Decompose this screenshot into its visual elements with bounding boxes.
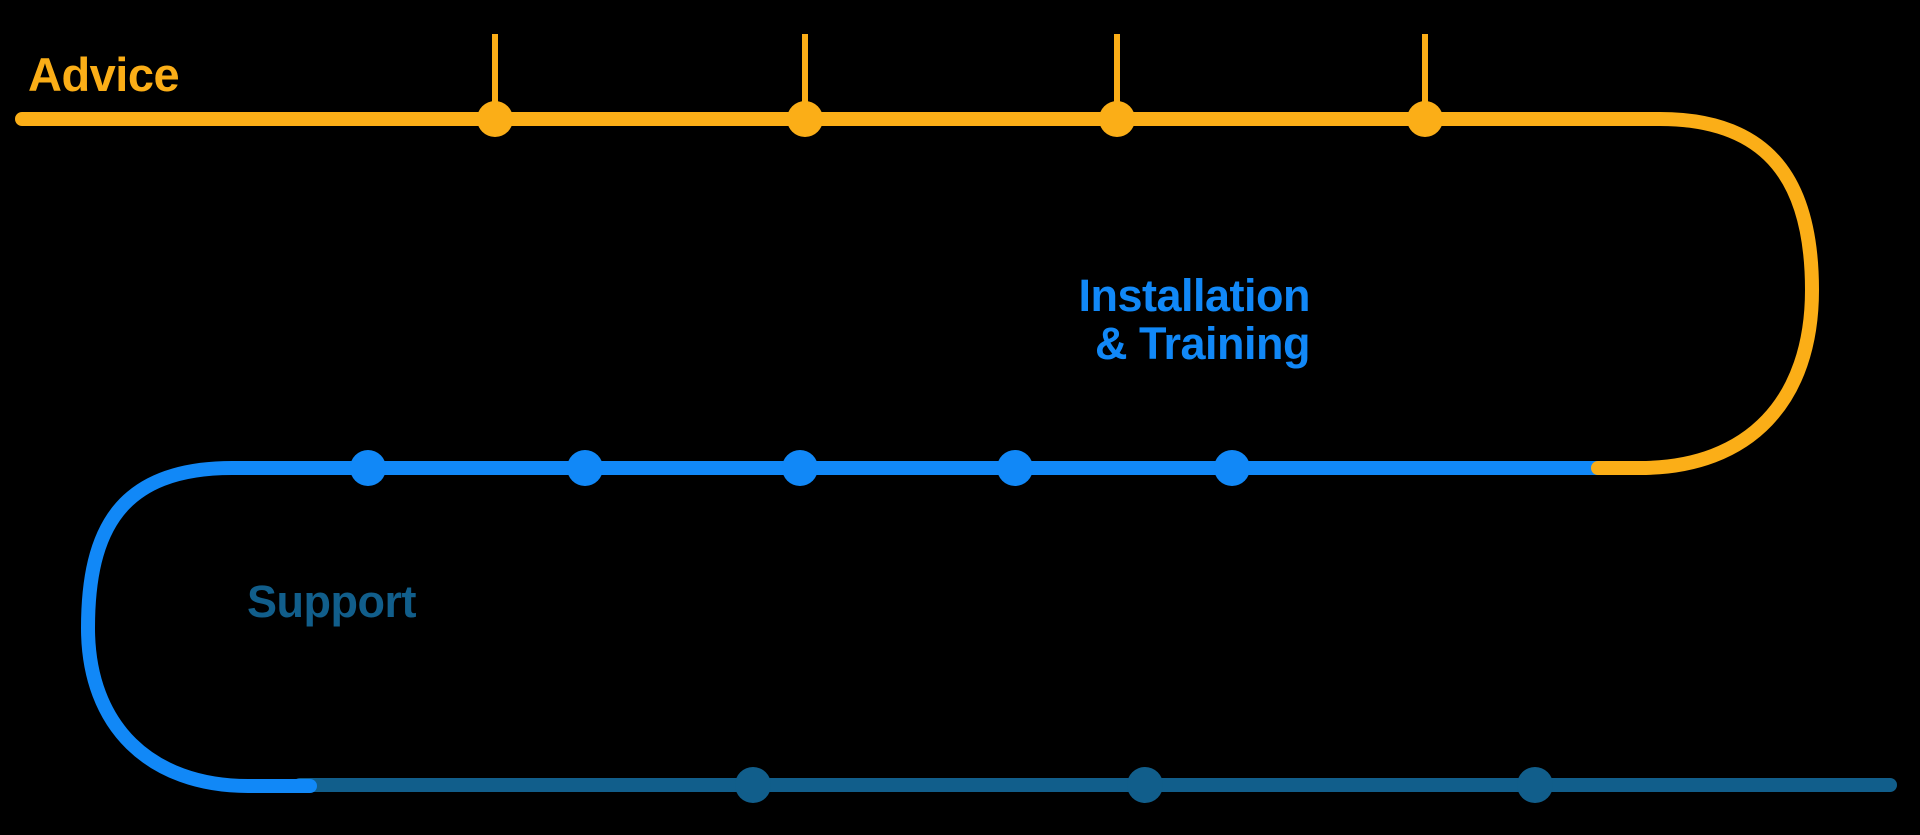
advice-node-3[interactable] <box>1099 101 1135 137</box>
advice-to-installation-connector <box>15 112 1820 475</box>
installation-to-support-connector <box>80 461 1617 793</box>
track-label-advice: Advice <box>28 48 180 101</box>
track-label-installation-line1: Installation <box>1078 270 1310 321</box>
support-track <box>293 767 1897 803</box>
installation-node-3[interactable] <box>782 450 818 486</box>
advice-track <box>15 34 1820 475</box>
installation-node-1[interactable] <box>350 450 386 486</box>
installation-node-4[interactable] <box>997 450 1033 486</box>
advice-node-1[interactable] <box>477 101 513 137</box>
advice-node-4[interactable] <box>1407 101 1443 137</box>
support-node-2[interactable] <box>1127 767 1163 803</box>
installation-node-5[interactable] <box>1214 450 1250 486</box>
support-node-3[interactable] <box>1517 767 1553 803</box>
advice-node-2[interactable] <box>787 101 823 137</box>
track-label-support: Support <box>247 576 416 627</box>
track-label-installation: Installation& Training <box>1078 272 1310 367</box>
installation-track <box>80 450 1617 793</box>
support-node-1[interactable] <box>735 767 771 803</box>
installation-node-2[interactable] <box>567 450 603 486</box>
track-label-installation-line2: & Training <box>1094 317 1311 369</box>
